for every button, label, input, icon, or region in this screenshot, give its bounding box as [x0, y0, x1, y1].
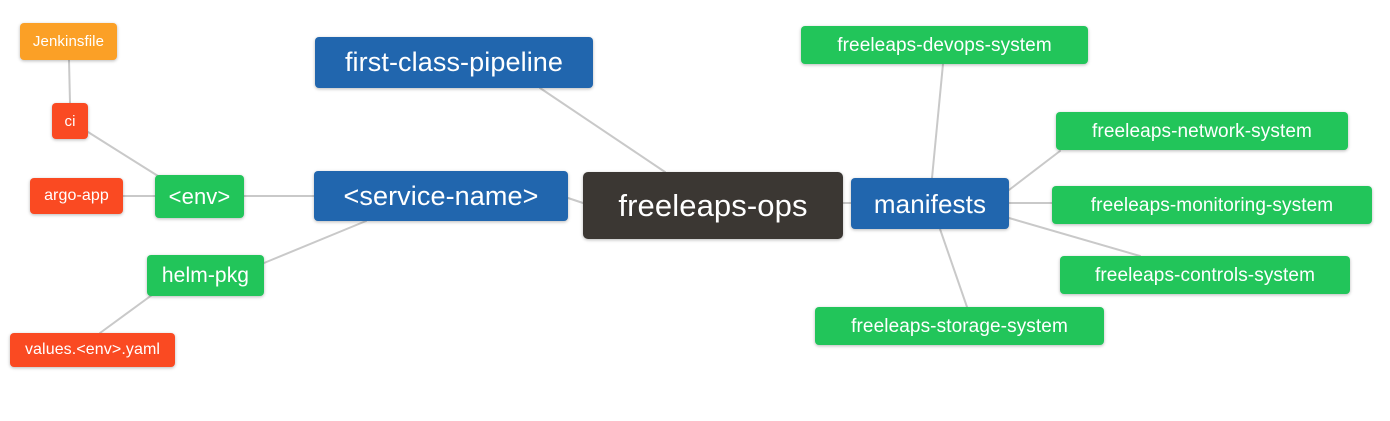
edge-jenkinsfile-to-ci	[68, 59, 71, 104]
node-freeleaps-controls-system[interactable]: freeleaps-controls-system	[1060, 256, 1350, 294]
node-freeleaps-network-system[interactable]: freeleaps-network-system	[1056, 112, 1348, 150]
edge-manifests-to-freeleaps-network-system	[1008, 150, 1061, 191]
node-freeleaps-monitoring-system[interactable]: freeleaps-monitoring-system	[1052, 186, 1372, 224]
node-service-name[interactable]: <service-name>	[314, 171, 568, 221]
node-env[interactable]: <env>	[155, 175, 244, 218]
edge-helm-pkg-to-values-env-yaml	[99, 291, 157, 334]
node-freeleaps-devops-system[interactable]: freeleaps-devops-system	[801, 26, 1088, 64]
edge-manifests-to-freeleaps-devops-system	[931, 63, 944, 179]
edge-service-name-to-helm-pkg	[263, 220, 367, 264]
node-values-env-yaml[interactable]: values.<env>.yaml	[10, 333, 175, 367]
edge-manifests-to-freeleaps-storage-system	[939, 228, 968, 308]
edge-service-name-to-freeleaps-ops	[567, 197, 584, 204]
node-ci[interactable]: ci	[52, 103, 88, 139]
node-argo-app[interactable]: argo-app	[30, 178, 123, 214]
node-manifests[interactable]: manifests	[851, 178, 1009, 229]
edge-ci-to-env	[87, 131, 159, 177]
node-freeleaps-storage-system[interactable]: freeleaps-storage-system	[815, 307, 1104, 345]
edge-first-class-pipeline-to-freeleaps-ops	[539, 87, 666, 173]
node-jenkinsfile[interactable]: Jenkinsfile	[20, 23, 117, 60]
node-freeleaps-ops[interactable]: freeleaps-ops	[583, 172, 843, 239]
node-first-class-pipeline[interactable]: first-class-pipeline	[315, 37, 593, 88]
node-helm-pkg[interactable]: helm-pkg	[147, 255, 264, 296]
